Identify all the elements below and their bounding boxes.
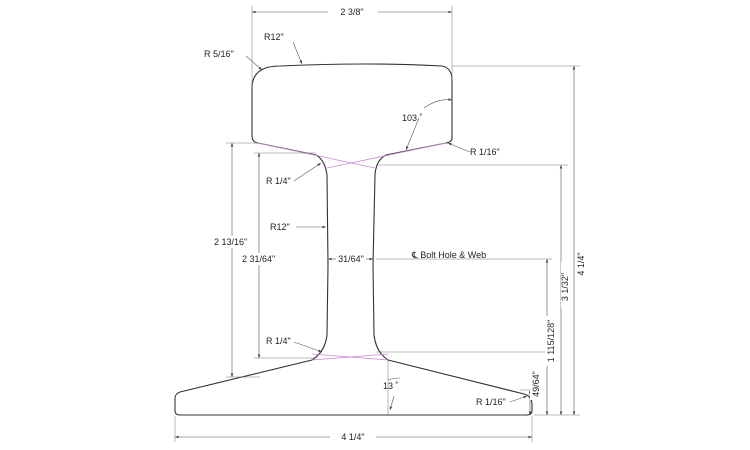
fishing-height-outer-dimension: 2 13/16" (212, 142, 260, 378)
bolt-hole-centerline: ℄ Bolt Hole & Web (376, 250, 552, 260)
head-angle-label: 103 ˚ (402, 113, 423, 123)
web-thickness-dimension: 31/64" (328, 254, 373, 264)
height-to-web-top-label: 3 1/32" (560, 273, 570, 301)
head-fillet-radius-label: R 1/16" (470, 147, 500, 157)
head-width-label: 2 3/8" (340, 7, 363, 17)
base-fillet-radius-label: R 1/16" (476, 397, 506, 407)
base-thickness-dimension: 49/64" (528, 368, 542, 415)
base-fillet-radius-callout: R 1/16" (476, 395, 528, 407)
head-crown-radius-callout: R12" (264, 32, 303, 65)
overall-height-dimension: 4 1/4" (572, 66, 586, 415)
head-fillet-radius-callout: R 1/16" (447, 142, 500, 157)
lower-web-fillet-label: R 1/4" (266, 336, 291, 346)
web-thickness-label: 31/64" (338, 254, 364, 264)
web-radius-label: R12" (270, 222, 290, 232)
upper-web-fillet-callout: R 1/4" (266, 162, 322, 186)
right-extension-lines (376, 65, 580, 416)
base-width-label: 4 1/4" (341, 432, 364, 442)
fishing-height-inner-label: 2 31/64" (242, 254, 275, 264)
upper-web-fillet-label: R 1/4" (266, 176, 291, 186)
head-corner-radius-callout: R 5/16" (204, 49, 263, 71)
base-thickness-label: 49/64" (531, 371, 541, 397)
base-angle-callout: 13 ˚ (383, 360, 401, 416)
bolt-hole-centerline-label: ℄ Bolt Hole & Web (411, 250, 486, 260)
height-to-bolt-hole-label: 1 115/128" (546, 320, 556, 363)
height-to-bolt-hole-dimension: 1 115/128" (545, 259, 558, 415)
base-width-dimension: 4 1/4" (174, 416, 533, 443)
fishing-height-outer-label: 2 13/16" (214, 237, 247, 247)
base-angle-label: 13 ˚ (383, 381, 399, 391)
lower-web-fillet-callout: R 1/4" (266, 336, 323, 353)
head-crown-radius-label: R12" (264, 32, 284, 42)
overall-height-label: 4 1/4" (576, 252, 586, 275)
head-width-dimension: 2 3/8" (251, 5, 453, 86)
height-to-web-top-dimension: 3 1/32" (559, 165, 573, 415)
web-radius-callout: R12" (270, 222, 326, 232)
fishing-guide-lines (257, 142, 447, 361)
head-angle-callout: 103 ˚ (402, 98, 453, 151)
head-corner-radius-label: R 5/16" (204, 49, 234, 59)
fishing-height-inner-dimension: 2 31/64" (240, 152, 316, 359)
